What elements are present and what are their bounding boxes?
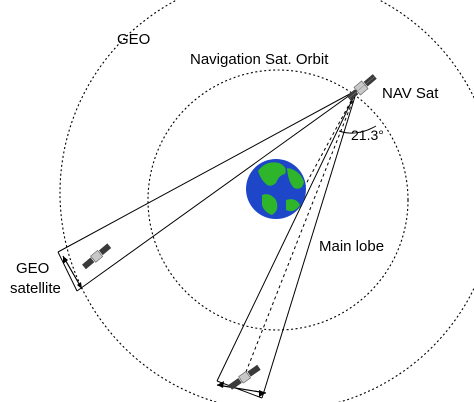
beam-bottom-left [216, 89, 358, 382]
main-lobe-label: Main lobe [319, 238, 384, 255]
satellite-icon [346, 74, 377, 101]
geo-satellite-label-line1: GEO [16, 260, 49, 277]
geo-satellite-label-line2: satellite [10, 280, 61, 297]
beam-left-end [57, 251, 78, 292]
nav-orbit-circle [147, 69, 409, 331]
earth-icon [246, 159, 306, 219]
nav-sat-label: NAV Sat [382, 85, 439, 102]
satellite-icon [82, 243, 112, 270]
geo-size-arrow-left [62, 255, 83, 290]
beam-left-lower [76, 89, 358, 292]
nav-orbit-label: Navigation Sat. Orbit [190, 51, 329, 68]
beam-bottom-end [216, 380, 263, 399]
beam-bottom-right [261, 89, 358, 399]
satellite-icon [228, 364, 261, 390]
main-lobe-line-right [299, 89, 358, 196]
geo-orbit-circle [59, 0, 474, 402]
angle-label: 21.3° [351, 127, 384, 143]
geo-size-arrow-bottom [216, 381, 267, 397]
main-lobe-line-left [241, 89, 358, 383]
geo-orbit-label: GEO [117, 31, 150, 48]
beam-left-upper [57, 89, 358, 253]
angle-arc [338, 125, 377, 134]
